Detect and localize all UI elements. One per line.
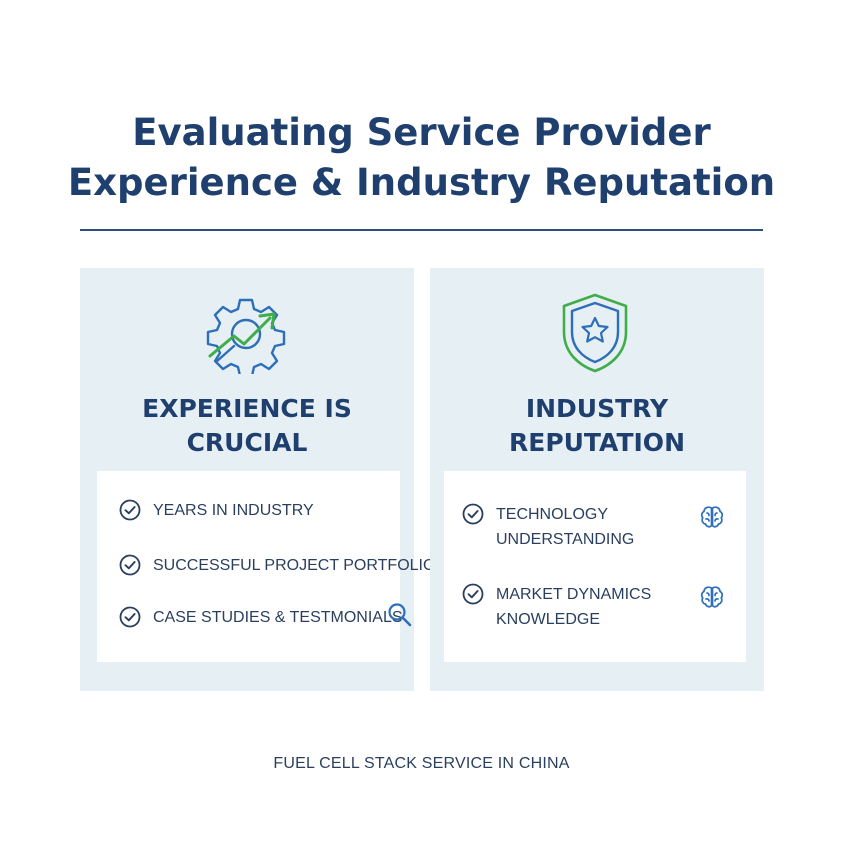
list-item-case-studies: CASE STUDIES & TESTMONIALS: [119, 605, 403, 630]
list-item-portfolio: SUCCESSFUL PROJECT PORTFOLIO: [119, 553, 435, 578]
list-item-label: MARKET DYNAMICS KNOWLEDGE: [496, 582, 651, 632]
list-item-label-line-2: UNDERSTANDING: [496, 531, 635, 548]
list-item-label-line-2: KNOWLEDGE: [496, 611, 601, 628]
reputation-heading-line-2: REPUTATION: [508, 428, 685, 457]
shield-star-icon: [562, 293, 628, 373]
gear-growth-icon: [206, 298, 286, 374]
check-circle-icon: [119, 499, 141, 521]
experience-heading-line-1: EXPERIENCE IS: [142, 394, 352, 423]
brain-icon: [700, 506, 724, 528]
list-item-label: SUCCESSFUL PROJECT PORTFOLIO: [153, 557, 436, 574]
title-line-2: Experience & Industry Reputation: [67, 161, 776, 204]
list-item-label: TECHNOLOGY UNDERSTANDING: [496, 502, 634, 552]
experience-heading: EXPERIENCE IS CRUCIAL: [80, 392, 414, 460]
check-circle-icon: [119, 606, 141, 628]
experience-panel: EXPERIENCE IS CRUCIAL YEARS IN INDUSTRY …: [80, 268, 435, 691]
experience-heading-line-2: CRUCIAL: [186, 428, 308, 457]
reputation-heading-line-1: INDUSTRY: [525, 394, 669, 423]
reputation-heading: INDUSTRY REPUTATION: [430, 392, 764, 460]
list-item-years: YEARS IN INDUSTRY: [119, 498, 314, 523]
list-item-market: MARKET DYNAMICS KNOWLEDGE: [462, 582, 651, 632]
page-title: Evaluating Service Provider Experience &…: [0, 108, 843, 208]
check-circle-icon: [462, 583, 484, 605]
list-item-label-line-1: TECHNOLOGY: [496, 506, 609, 523]
list-item-technology: TECHNOLOGY UNDERSTANDING: [462, 502, 634, 552]
experience-list-card: YEARS IN INDUSTRY SUCCESSFUL PROJECT POR…: [97, 471, 435, 662]
reputation-panel: INDUSTRY REPUTATION TECHNOLOGY UNDERSTAN…: [430, 268, 764, 691]
list-item-label-line-1: MARKET DYNAMICS: [496, 586, 652, 603]
reputation-list-card: TECHNOLOGY UNDERSTANDING MARKET DYNAMICS…: [444, 471, 746, 662]
magnifier-icon: [388, 603, 412, 627]
title-line-1: Evaluating Service Provider: [132, 111, 711, 154]
check-circle-icon: [119, 554, 141, 576]
list-item-label: CASE STUDIES & TESTMONIALS: [153, 609, 403, 626]
footer-caption: FUEL CELL STACK SERVICE IN CHINA: [273, 755, 570, 772]
check-circle-icon: [462, 503, 484, 525]
brain-icon: [700, 586, 724, 608]
list-item-label: YEARS IN INDUSTRY: [153, 502, 314, 519]
title-divider: [80, 229, 763, 231]
